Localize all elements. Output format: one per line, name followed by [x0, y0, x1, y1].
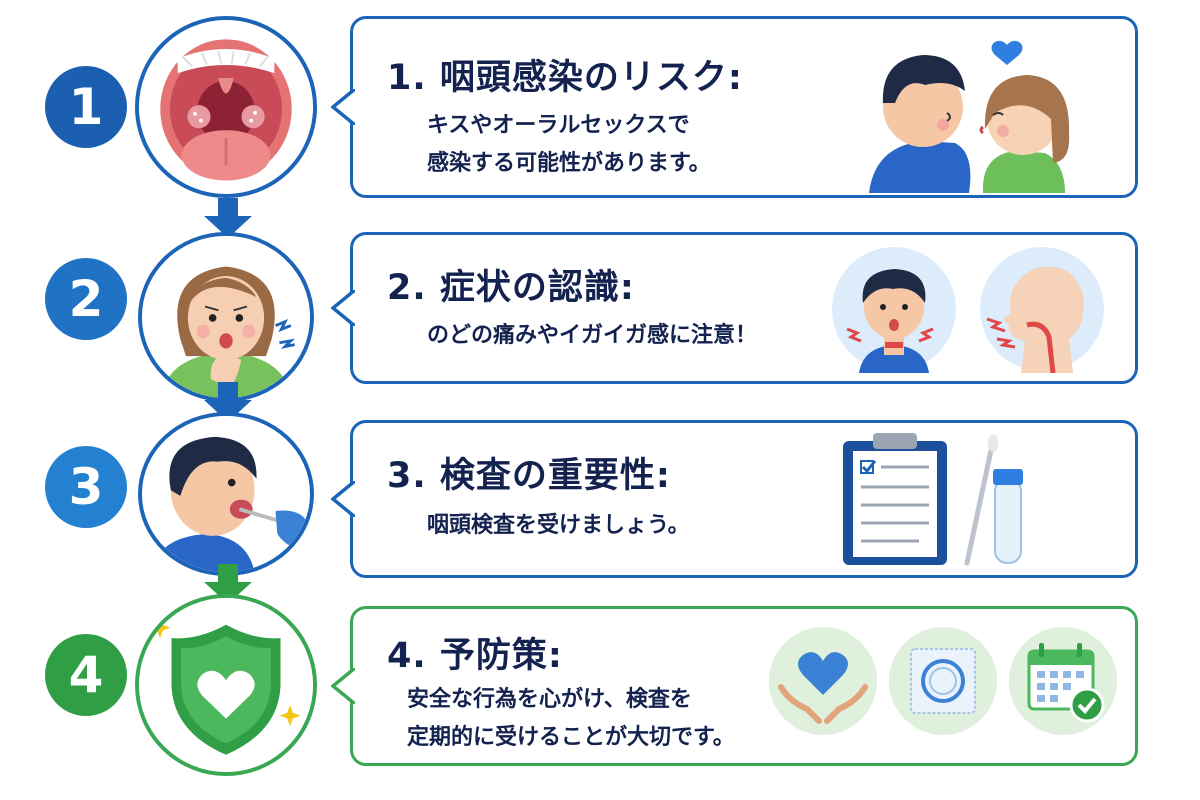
step-number-badge: 4	[45, 634, 127, 716]
step-title: 3. 検査の重要性:	[387, 456, 671, 496]
step-title: 4. 予防策:	[387, 636, 563, 676]
step-2: 2 2. 症状の認識: のどの痛みやイガイガ感に注意！	[0, 232, 1200, 422]
sore-throat-boy-icon	[829, 245, 959, 373]
shield-heart-icon	[135, 594, 317, 776]
step-4: 4 4. 予防策: 安全な行為を心がけ、検査を 定期的に受けることが大切です。	[0, 594, 1200, 784]
step-description-line: 咽頭検査を受けましょう。	[427, 513, 690, 538]
throat-profile-icon	[977, 245, 1107, 373]
step-description-line: 感染する可能性があります。	[427, 151, 711, 176]
step-title: 1. 咽頭感染のリスク:	[387, 58, 743, 98]
condom-package-icon	[887, 625, 999, 737]
down-arrow-icon	[204, 382, 252, 422]
step-3-content-box: 3. 検査の重要性: 咽頭検査を受けましょう。	[331, 420, 1138, 578]
step-description: のどの痛みやイガイガ感に注意！	[427, 317, 757, 355]
calendar-check-icon	[1007, 625, 1119, 737]
sore-throat-woman-icon	[138, 232, 314, 402]
hands-holding-heart-icon	[767, 625, 879, 737]
step-description-line: のどの痛みやイガイガ感に注意！	[427, 323, 758, 348]
clipboard-checklist-icon	[839, 429, 951, 567]
step-number-badge: 3	[45, 446, 127, 528]
step-4-content-box: 4. 予防策: 安全な行為を心がけ、検査を 定期的に受けることが大切です。	[331, 606, 1138, 766]
step-number-badge: 1	[45, 66, 127, 148]
step-description-line: 安全な行為を心がけ、検査を	[407, 687, 692, 712]
throat-swab-test-icon	[138, 412, 314, 576]
step-3: 3 3. 検査の重要性: 咽頭検査を受けましょう。	[0, 412, 1200, 602]
down-arrow-icon	[204, 198, 252, 238]
step-description: 咽頭検査を受けましょう。	[427, 507, 690, 545]
step-description: キスやオーラルセックスで 感染する可能性があります。	[427, 107, 711, 183]
kissing-couple-icon	[865, 33, 1085, 193]
step-title: 2. 症状の認識:	[387, 268, 635, 308]
step-2-content-box: 2. 症状の認識: のどの痛みやイガイガ感に注意！	[331, 232, 1138, 384]
step-1-content-box: 1. 咽頭感染のリスク: キスやオーラルセックスで 感染する可能性があります。	[331, 16, 1138, 198]
heart-icon	[991, 40, 1023, 65]
step-description-line: 定期的に受けることが大切です。	[407, 725, 735, 750]
step-number-badge: 2	[45, 258, 127, 340]
step-description-line: キスやオーラルセックスで	[427, 113, 690, 138]
down-arrow-icon	[204, 564, 252, 604]
swab-and-test-tube-icon	[953, 435, 1033, 567]
step-1: 1 1. 咽頭感染のリスク: キスやオーラルセックスで 感染する可能性があります…	[0, 8, 1200, 198]
step-description: 安全な行為を心がけ、検査を 定期的に受けることが大切です。	[407, 681, 735, 757]
open-mouth-throat-icon	[135, 16, 317, 198]
